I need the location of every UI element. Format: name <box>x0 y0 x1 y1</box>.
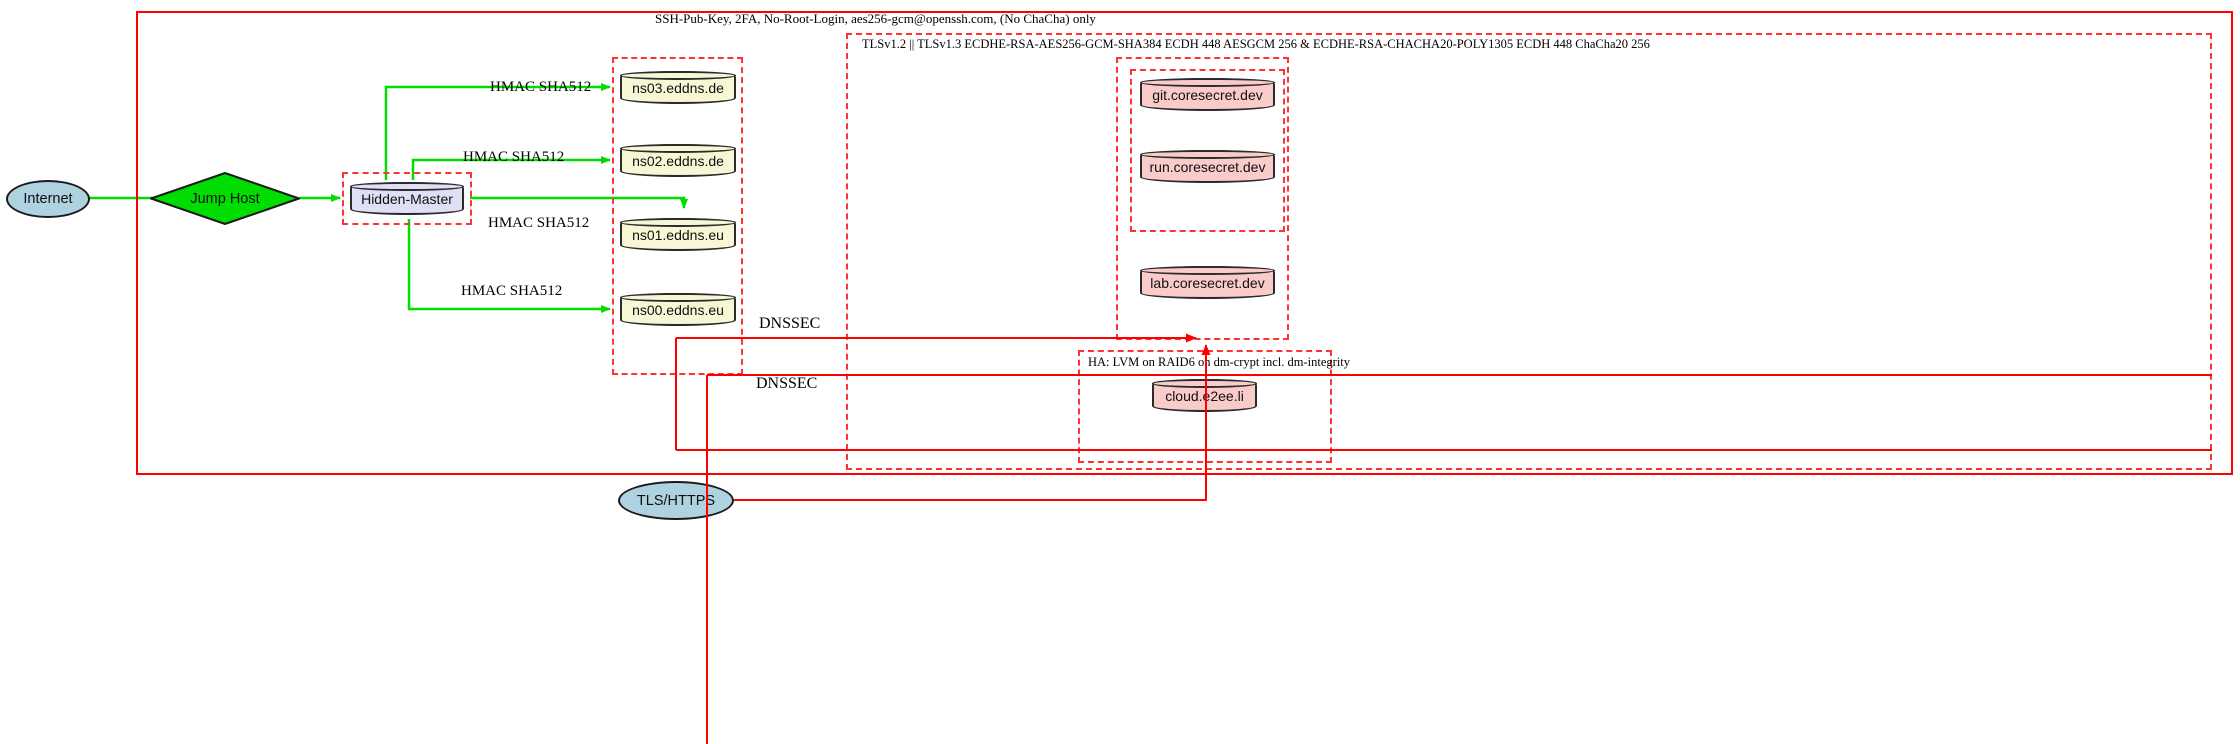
node-run-coresecret-label: run.coresecret.dev <box>1149 158 1266 175</box>
node-ns02-label: ns02.eddns.de <box>632 152 724 169</box>
edge-label-dnssec-lower: DNSSEC <box>756 375 818 392</box>
node-tls-https[interactable]: TLS/HTTPS <box>618 481 734 520</box>
node-run-coresecret[interactable]: run.coresecret.dev <box>1140 150 1275 183</box>
cluster-coresecret-outer <box>1116 57 1289 340</box>
node-cloud-e2ee[interactable]: cloud.e2ee.li <box>1152 379 1257 412</box>
node-hidden-master[interactable]: Hidden-Master <box>350 182 464 215</box>
edge-label-hmac-ns01: HMAC SHA512 <box>488 215 590 231</box>
cluster-hidden-master <box>342 172 472 225</box>
node-ns00-label: ns00.eddns.eu <box>632 301 724 318</box>
cluster-nameservers <box>612 57 743 375</box>
node-lab-coresecret-label: lab.coresecret.dev <box>1150 274 1265 291</box>
node-ns00[interactable]: ns00.eddns.eu <box>620 293 736 326</box>
node-cloud-e2ee-label: cloud.e2ee.li <box>1165 387 1244 404</box>
node-git-coresecret[interactable]: git.coresecret.dev <box>1140 78 1275 111</box>
edge-label-hmac-ns00: HMAC SHA512 <box>461 283 563 299</box>
node-hidden-master-label: Hidden-Master <box>361 190 453 207</box>
cluster-coresecret-inner <box>1130 69 1285 232</box>
cluster-ha-storage-label: HA: LVM on RAID6 on dm-crypt incl. dm-in… <box>1088 355 1351 369</box>
cluster-tls-perimeter-label: TLSv1.2 || TLSv1.3 ECDHE-RSA-AES256-GCM-… <box>862 37 1650 51</box>
node-ns03-label: ns03.eddns.de <box>632 79 724 96</box>
cluster-ssh-perimeter-label: SSH-Pub-Key, 2FA, No-Root-Login, aes256-… <box>655 11 1096 26</box>
cluster-tls-perimeter <box>846 33 2212 470</box>
node-jump-host[interactable]: Jump Host <box>150 172 300 225</box>
node-ns03[interactable]: ns03.eddns.de <box>620 71 736 104</box>
node-ns01-label: ns01.eddns.eu <box>632 226 724 243</box>
edge-label-hmac-ns02: HMAC SHA512 <box>463 149 565 165</box>
node-internet-label: Internet <box>23 191 73 207</box>
edge-label-dnssec-upper: DNSSEC <box>759 315 821 332</box>
node-ns02[interactable]: ns02.eddns.de <box>620 144 736 177</box>
node-git-coresecret-label: git.coresecret.dev <box>1152 86 1263 103</box>
edge-label-hmac-ns03: HMAC SHA512 <box>490 79 592 95</box>
node-lab-coresecret[interactable]: lab.coresecret.dev <box>1140 266 1275 299</box>
node-ns01[interactable]: ns01.eddns.eu <box>620 218 736 251</box>
node-internet[interactable]: Internet <box>6 180 90 218</box>
node-tls-https-label: TLS/HTTPS <box>636 492 716 509</box>
